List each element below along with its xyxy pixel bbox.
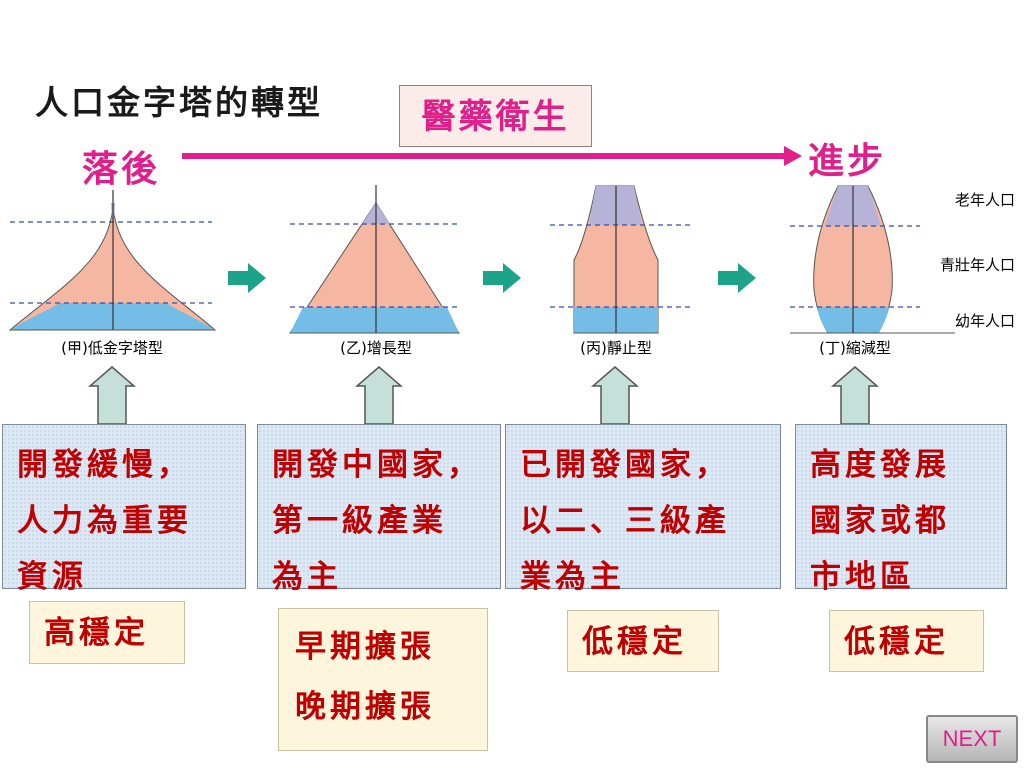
up-arrow-2 <box>354 366 404 425</box>
pyramid-label-growth: (乙)增長型 <box>340 339 412 357</box>
description-box-shrinking: 高度發展 國家或都 市地區 <box>795 424 1007 595</box>
tag-low-text: 高穩定 <box>44 615 149 651</box>
pyramid-label-stationary: (丙)靜止型 <box>580 339 652 357</box>
tag-growth-early: 早期擴張 <box>295 629 435 665</box>
tag-growth-late: 晚期擴張 <box>295 689 435 725</box>
pyramid-growth <box>289 185 460 334</box>
pyramid-label-low: (甲)低金字塔型 <box>61 339 163 357</box>
pyramid-shrinking <box>790 185 955 334</box>
description-box-stationary: 已開發國家， 以二、三級產 業為主 <box>505 424 781 595</box>
tag-box-growth: 早期擴張 晚期擴張 <box>278 608 488 751</box>
description-box-low: 開發緩慢， 人力為重要 資源 <box>2 424 246 595</box>
legend-elderly: 老年人口 <box>955 191 1015 209</box>
next-button[interactable]: NEXT <box>926 715 1018 763</box>
progress-label: 進步 <box>808 140 887 182</box>
tag-box-stationary: 低穩定 <box>567 610 719 672</box>
pyramid-label-shrinking: (丁)縮減型 <box>819 339 891 357</box>
tag-box-shrinking: 低穩定 <box>829 610 984 672</box>
backward-label: 落後 <box>82 148 161 190</box>
transition-arrow-1 <box>228 263 266 293</box>
progress-arrow-head <box>784 146 802 166</box>
page-title: 人口金字塔的轉型 <box>35 83 323 122</box>
medical-hygiene-box: 醫藥衛生 <box>399 85 592 147</box>
transition-arrow-3 <box>718 263 756 293</box>
legend-adult: 青壯年人口 <box>940 256 1015 274</box>
up-arrow-4 <box>830 366 880 425</box>
tag-box-low: 高穩定 <box>29 601 185 664</box>
transition-arrow-2 <box>483 263 521 293</box>
tag-stationary-text: 低穩定 <box>582 624 687 660</box>
up-arrow-3 <box>590 366 640 425</box>
description-box-growth: 開發中國家， 第一級產業 為主 <box>257 424 501 595</box>
tag-shrinking-text: 低穩定 <box>844 624 949 660</box>
legend-youth: 幼年人口 <box>955 312 1015 330</box>
pyramid-low <box>8 190 217 331</box>
pyramid-growth-youth <box>290 307 459 333</box>
pyramid-stationary <box>550 185 690 334</box>
up-arrow-1 <box>87 366 137 425</box>
